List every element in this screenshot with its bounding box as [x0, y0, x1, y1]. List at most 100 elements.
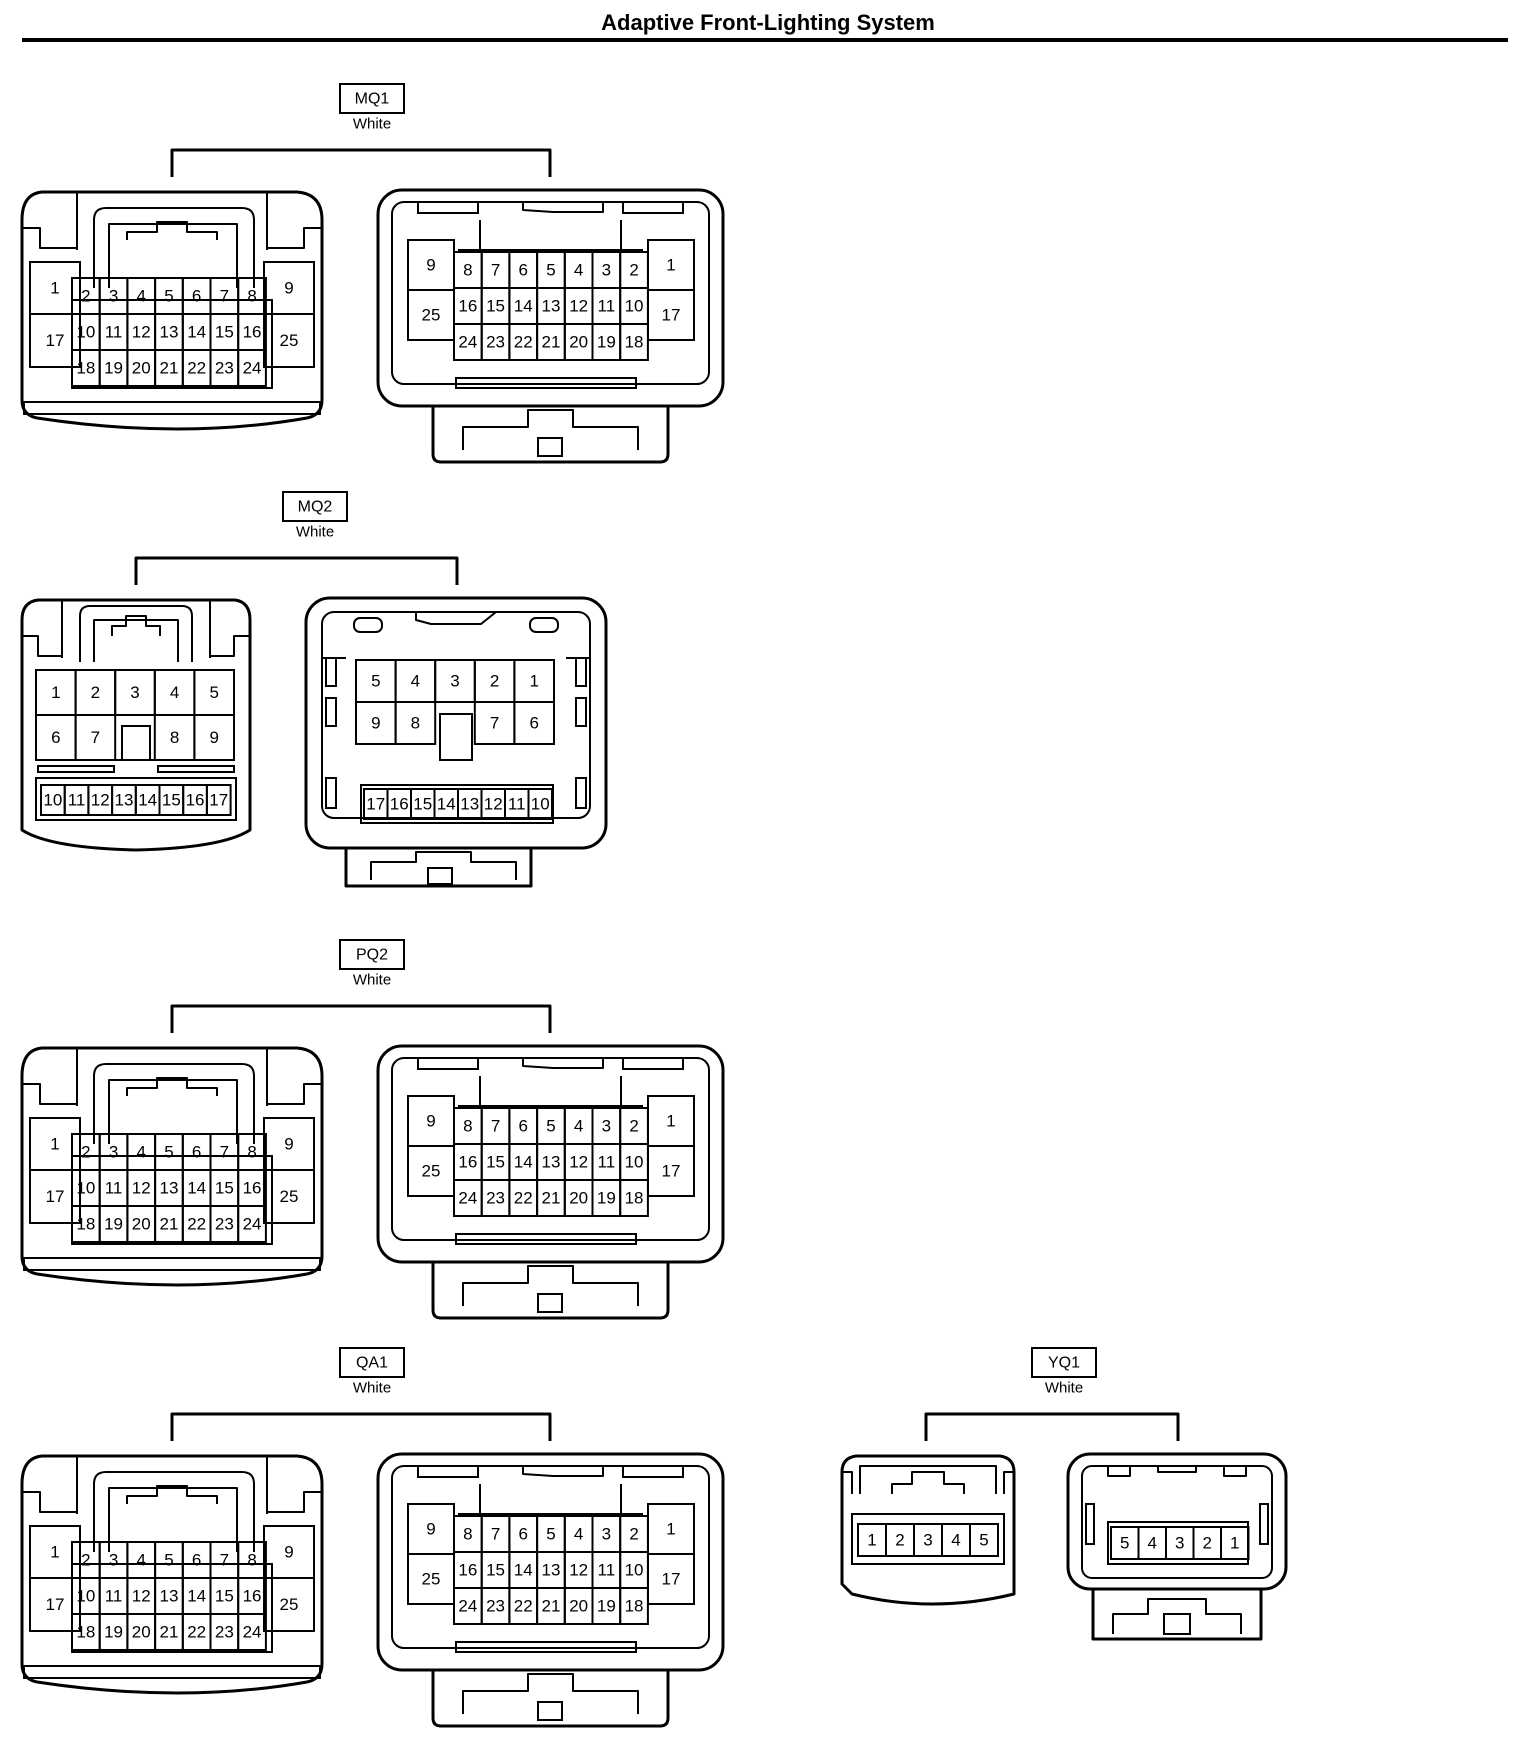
pin-label: 3 — [109, 1551, 118, 1570]
connector-color: White — [353, 1380, 391, 1397]
pin-label: 8 — [247, 1551, 256, 1570]
pin-label: 10 — [625, 297, 644, 316]
pin-label: 15 — [486, 1153, 505, 1172]
pin-label: 6 — [192, 1143, 201, 1162]
lock-tab — [126, 221, 218, 240]
housing-detail — [842, 1471, 1014, 1494]
lock-arm — [108, 1079, 238, 1144]
lock-housing — [344, 848, 533, 888]
pin-label: 1 — [1230, 1534, 1239, 1553]
pin-label: 22 — [187, 1215, 206, 1234]
pin-cell — [193, 714, 235, 761]
guide-key — [522, 202, 604, 213]
pin-label: 20 — [569, 1597, 588, 1616]
side-rib — [1085, 1503, 1095, 1545]
pin-label: 25 — [422, 1162, 441, 1181]
pin-label: 16 — [458, 297, 477, 316]
pin-label: 9 — [209, 728, 218, 747]
guide-rib — [622, 1057, 684, 1070]
divider-rib — [157, 765, 235, 773]
pin-label: 21 — [541, 333, 560, 352]
pin-label: 5 — [164, 287, 173, 306]
pin-label: 14 — [514, 297, 533, 316]
pin-label: 22 — [514, 1597, 533, 1616]
pin-label: 23 — [215, 1215, 234, 1234]
pin-label: 7 — [490, 714, 499, 733]
pin-label: 23 — [486, 1189, 505, 1208]
lock-rail — [23, 1257, 321, 1271]
page-title: Adaptive Front-Lighting System — [601, 10, 935, 35]
pin-label: 8 — [463, 1117, 472, 1136]
pin-label: 17 — [46, 1595, 65, 1614]
pin-label: 18 — [625, 1189, 644, 1208]
side-rib — [325, 777, 337, 809]
pin-label: 9 — [426, 1112, 435, 1131]
pin-label: 8 — [463, 1525, 472, 1544]
connector-code-box — [282, 491, 348, 522]
connector-code: MQ2 — [298, 499, 333, 516]
housing-detail — [76, 1456, 268, 1514]
lock-tab — [537, 1701, 563, 1721]
pin-label: 3 — [923, 1531, 932, 1550]
pin-label: 14 — [187, 1587, 206, 1606]
pin-label: 5 — [371, 672, 380, 691]
pin-label: 2 — [490, 672, 499, 691]
pin-cell — [237, 349, 267, 387]
pin-label: 10 — [625, 1153, 644, 1172]
pin-label: 15 — [486, 1561, 505, 1580]
pin-label: 1 — [666, 256, 675, 275]
pin-label: 13 — [541, 1153, 560, 1172]
lock-tab — [537, 437, 563, 457]
pin-label: 25 — [280, 331, 299, 350]
pin-label: 14 — [138, 791, 157, 810]
pin-label: 2 — [91, 683, 100, 702]
pin-label: 16 — [243, 1587, 262, 1606]
connector-bracket — [924, 1412, 1180, 1441]
guide-rib — [417, 201, 479, 214]
pin-label: 4 — [137, 1143, 146, 1162]
housing-detail — [22, 1491, 77, 1513]
pin-label: 18 — [76, 1215, 95, 1234]
pin-label: 12 — [132, 1587, 151, 1606]
pin-label: 6 — [192, 1551, 201, 1570]
pin-label: 16 — [243, 323, 262, 342]
pin-label: 25 — [280, 1595, 299, 1614]
pin-label: 4 — [574, 261, 583, 280]
pin-label: 18 — [76, 359, 95, 378]
pin-label: 13 — [541, 1561, 560, 1580]
pin-label: 17 — [662, 1162, 681, 1181]
pin-label: 11 — [105, 1179, 123, 1198]
pin-cavity — [439, 713, 473, 761]
pin-label: 23 — [486, 333, 505, 352]
pin-label: 14 — [514, 1153, 533, 1172]
housing-detail — [267, 1083, 322, 1105]
connector-bracket — [134, 556, 459, 585]
side-rib — [575, 777, 587, 809]
pin-label: 5 — [164, 1143, 173, 1162]
lock-housing — [1091, 1589, 1263, 1641]
pin-cell — [29, 1577, 81, 1632]
pin-label: 25 — [422, 1570, 441, 1589]
housing-inner — [391, 1465, 710, 1649]
pin-label: 18 — [625, 333, 644, 352]
lock-rail — [455, 1641, 637, 1653]
guide-key — [415, 611, 497, 625]
pin-label: 11 — [508, 795, 526, 814]
housing-outline — [1066, 1452, 1288, 1591]
housing-outline — [376, 188, 725, 408]
pin-label: 8 — [411, 714, 420, 733]
pin-label: 21 — [541, 1189, 560, 1208]
pin-label: 23 — [215, 1623, 234, 1642]
pin-label: 8 — [247, 1143, 256, 1162]
pin-label: 3 — [602, 261, 611, 280]
lock-tab — [111, 615, 161, 636]
pin-label: 7 — [491, 1525, 500, 1544]
guide-rib — [1107, 1466, 1247, 1477]
housing-detail — [22, 227, 77, 249]
